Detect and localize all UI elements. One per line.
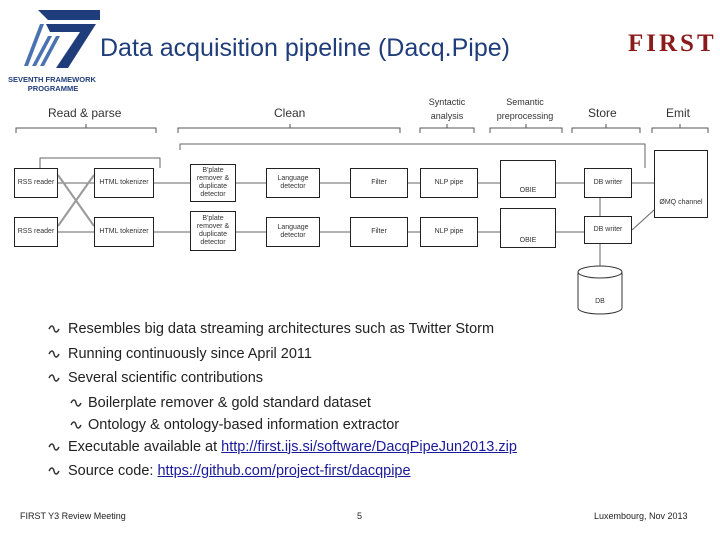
db-label: DB	[595, 298, 605, 305]
bullet-item-source: Source code: https://github.com/project-…	[48, 460, 517, 485]
fp7-logo: SEVENTH FRAMEWORK PROGRAMME	[8, 6, 108, 96]
rss-reader-1: RSS reader	[14, 168, 58, 198]
fp7-logo-line1: SEVENTH FRAMEWORK	[8, 75, 96, 84]
bullet-item: Resembles big data streaming architectur…	[48, 318, 517, 343]
bullet-list: Resembles big data streaming architectur…	[48, 318, 517, 485]
boilerplate-remover-2: B'plate remover & duplicate detector	[190, 211, 236, 251]
stage-emit: Emit	[666, 106, 690, 120]
nlp-pipe-2: NLP pipe	[420, 217, 478, 247]
stage-clean: Clean	[274, 106, 306, 120]
executable-link[interactable]: http://first.ijs.si/software/DacqPipeJun…	[221, 438, 517, 455]
obie-label-2: OBIE	[519, 237, 537, 244]
footer-page-number: 5	[357, 511, 363, 521]
stage-syntactic: Syntactic analysis	[428, 97, 466, 121]
db-writer-2: DB writer	[584, 216, 632, 244]
fp7-logo-line2: PROGRAMME	[27, 84, 79, 93]
language-detector-1: Language detector	[266, 168, 320, 198]
bullet-item: Several scientific contributions	[48, 367, 517, 392]
sub-bullet-item: Ontology & ontology-based information ex…	[48, 414, 517, 436]
bracket-syntactic	[419, 127, 475, 133]
sub-bullet-mark-icon	[70, 420, 82, 429]
obie-1: OBIE	[500, 160, 556, 198]
bullet-mark-icon	[48, 349, 60, 358]
bracket-clean	[177, 127, 401, 133]
filter-2: Filter	[350, 217, 408, 247]
sub-bullet-text: Boilerplate remover & gold standard data…	[88, 394, 371, 411]
rss-reader-2: RSS reader	[14, 217, 58, 247]
sub-bullet-mark-icon	[70, 398, 82, 407]
bullet-mark-icon	[48, 442, 60, 451]
bracket-semantic	[489, 127, 563, 133]
executable-prefix: Executable available at	[68, 438, 222, 455]
bullet-item-executable: Executable available at http://first.ijs…	[48, 436, 517, 461]
db-writer-1: DB writer	[584, 168, 632, 198]
bullet-mark-icon	[48, 467, 60, 475]
db-cylinder	[577, 265, 623, 315]
sub-bullet-text: Ontology & ontology-based information ex…	[88, 416, 400, 433]
bracket-emit	[651, 127, 709, 133]
bullet-mark-icon	[48, 325, 60, 333]
sub-bullet-item: Boilerplate remover & gold standard data…	[48, 392, 517, 414]
bracket-store	[571, 127, 641, 133]
footer-right: Luxembourg, Nov 2013	[594, 511, 688, 521]
bullet-text: Resembles big data streaming architectur…	[68, 321, 495, 337]
filter-1: Filter	[350, 168, 408, 198]
bullet-text: Several scientific contributions	[68, 370, 264, 386]
language-detector-2: Language detector	[266, 217, 320, 247]
bullet-mark-icon	[48, 374, 60, 382]
source-prefix: Source code:	[68, 463, 158, 479]
page-title: Data acquisition pipeline (Dacq.Pipe)	[100, 34, 510, 62]
bullet-item: Running continuously since April 2011	[48, 343, 517, 368]
html-tokenizer-2: HTML tokenizer	[94, 217, 154, 247]
zmq-channel: ØMQ channel	[654, 150, 708, 218]
first-logo: FIRST	[628, 30, 717, 64]
obie-2: OBIE	[500, 208, 556, 248]
bullet-text: Running continuously since April 2011	[68, 345, 312, 362]
footer-left: FIRST Y3 Review Meeting	[20, 511, 126, 521]
boilerplate-remover-1: B'plate remover & duplicate detector	[190, 164, 236, 202]
first-logo-text: FIRST	[628, 30, 717, 57]
stage-semantic: Semantic preprocessing	[496, 97, 554, 121]
bracket-read-parse	[15, 127, 157, 133]
pipeline-diagram	[15, 124, 709, 315]
obie-label-1: OBIE	[519, 187, 537, 194]
source-link[interactable]: https://github.com/project-first/dacqpip…	[157, 463, 411, 479]
html-tokenizer-1: HTML tokenizer	[94, 168, 154, 198]
nlp-pipe-1: NLP pipe	[420, 168, 478, 198]
stage-store: Store	[588, 106, 617, 120]
stage-read-parse: Read & parse	[48, 106, 122, 120]
fp7-emblem-icon	[24, 10, 100, 68]
